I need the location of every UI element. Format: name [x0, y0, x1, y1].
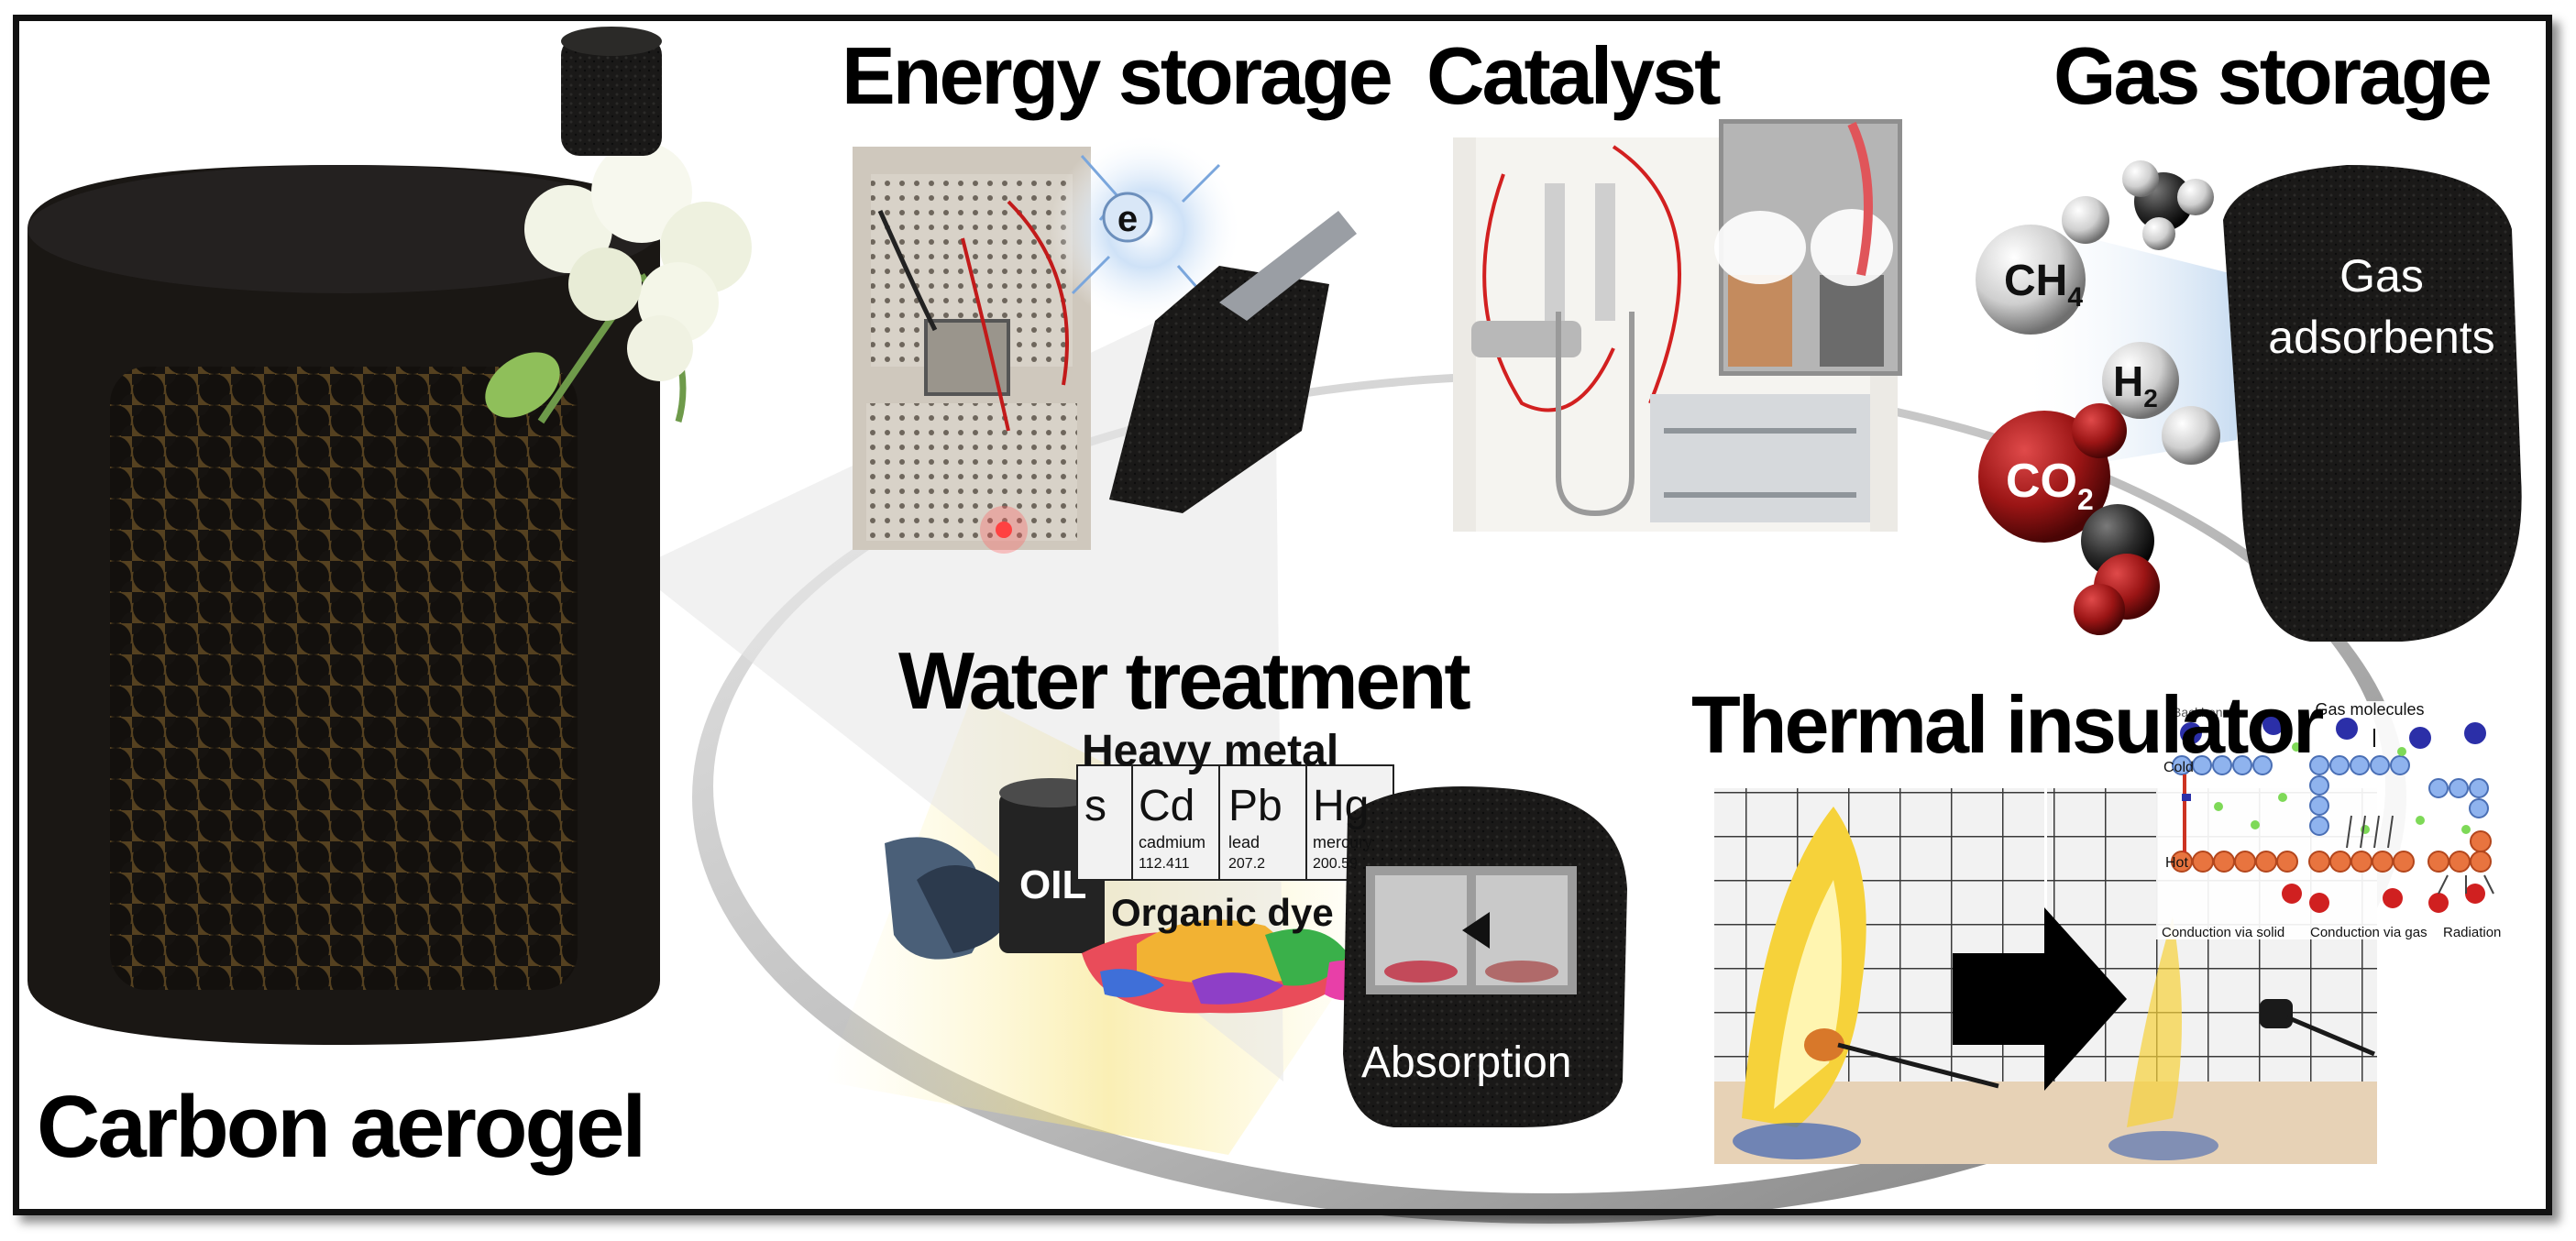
element-tiles: s Cd Pb Hg cadmium lead mercury 112.411 … — [1084, 782, 1372, 872]
svg-text:Cd: Cd — [1139, 782, 1194, 830]
ch4-formula: CH4 — [2004, 257, 2083, 313]
absorption-label: Absorption — [1361, 1038, 1571, 1087]
flower-with-aerogel — [485, 27, 752, 424]
svg-text:cadmium: cadmium — [1139, 833, 1205, 851]
water-treatment-illustration — [885, 764, 1627, 1127]
gas-storage-title: Gas storage — [2053, 30, 2493, 121]
svg-text:207.2: 207.2 — [1228, 856, 1265, 872]
electron-symbol: e — [1102, 192, 1153, 243]
organic-dye-label: Organic dye — [1111, 891, 1334, 934]
hot-label: Hot — [2165, 855, 2188, 871]
svg-text:112.411: 112.411 — [1139, 856, 1190, 872]
svg-text:Pb: Pb — [1228, 782, 1282, 830]
gas-adsorbent-block — [2223, 165, 2522, 642]
svg-text:Hg: Hg — [1313, 782, 1369, 830]
gas-molecules-label: Gas molecules — [2315, 700, 2424, 719]
ch4-molecule — [1976, 160, 2214, 335]
carbon-aerogel-title: Carbon aerogel — [37, 1078, 646, 1176]
conduction-schematic — [2156, 701, 2509, 939]
svg-text:e: e — [1117, 199, 1138, 239]
energy-storage-photo — [853, 133, 1357, 554]
figure-frame — [13, 15, 2552, 1215]
catalyst-photo — [1453, 119, 1902, 532]
svg-text:200.59: 200.59 — [1313, 856, 1358, 872]
svg-text:lead: lead — [1228, 833, 1260, 851]
cold-label: Cold — [2163, 760, 2194, 775]
oil-label: OIL — [1019, 862, 1086, 907]
heavy-metal-label: Heavy metal — [1082, 727, 1338, 775]
carbon-aerogel-cylinder — [28, 165, 660, 1045]
svg-text:s: s — [1084, 782, 1106, 830]
thermal-insulator-title: Thermal insulator — [1691, 679, 2324, 770]
water-treatment-title: Water treatment — [898, 635, 1471, 726]
radiation-label: Radiation — [2443, 925, 2501, 940]
svg-text:mercury: mercury — [1313, 833, 1372, 851]
conduction-gas-label: Conduction via gas — [2310, 925, 2427, 940]
co2-molecule — [1978, 403, 2160, 635]
gas-adsorbents-label-line2: adsorbents — [2268, 312, 2494, 363]
gas-adsorbents-label-line1: Gas — [2339, 250, 2424, 302]
energy-storage-title: Energy storage — [842, 30, 1393, 121]
conduction-solid-label: Conduction via solid — [2162, 925, 2284, 940]
catalyst-title: Catalyst — [1426, 30, 1721, 121]
h2-formula: H2 — [2113, 357, 2158, 412]
co2-formula: CO2 — [2006, 455, 2094, 516]
h2-molecule — [2102, 342, 2220, 465]
backbone-label: Backbone — [2173, 705, 2229, 719]
